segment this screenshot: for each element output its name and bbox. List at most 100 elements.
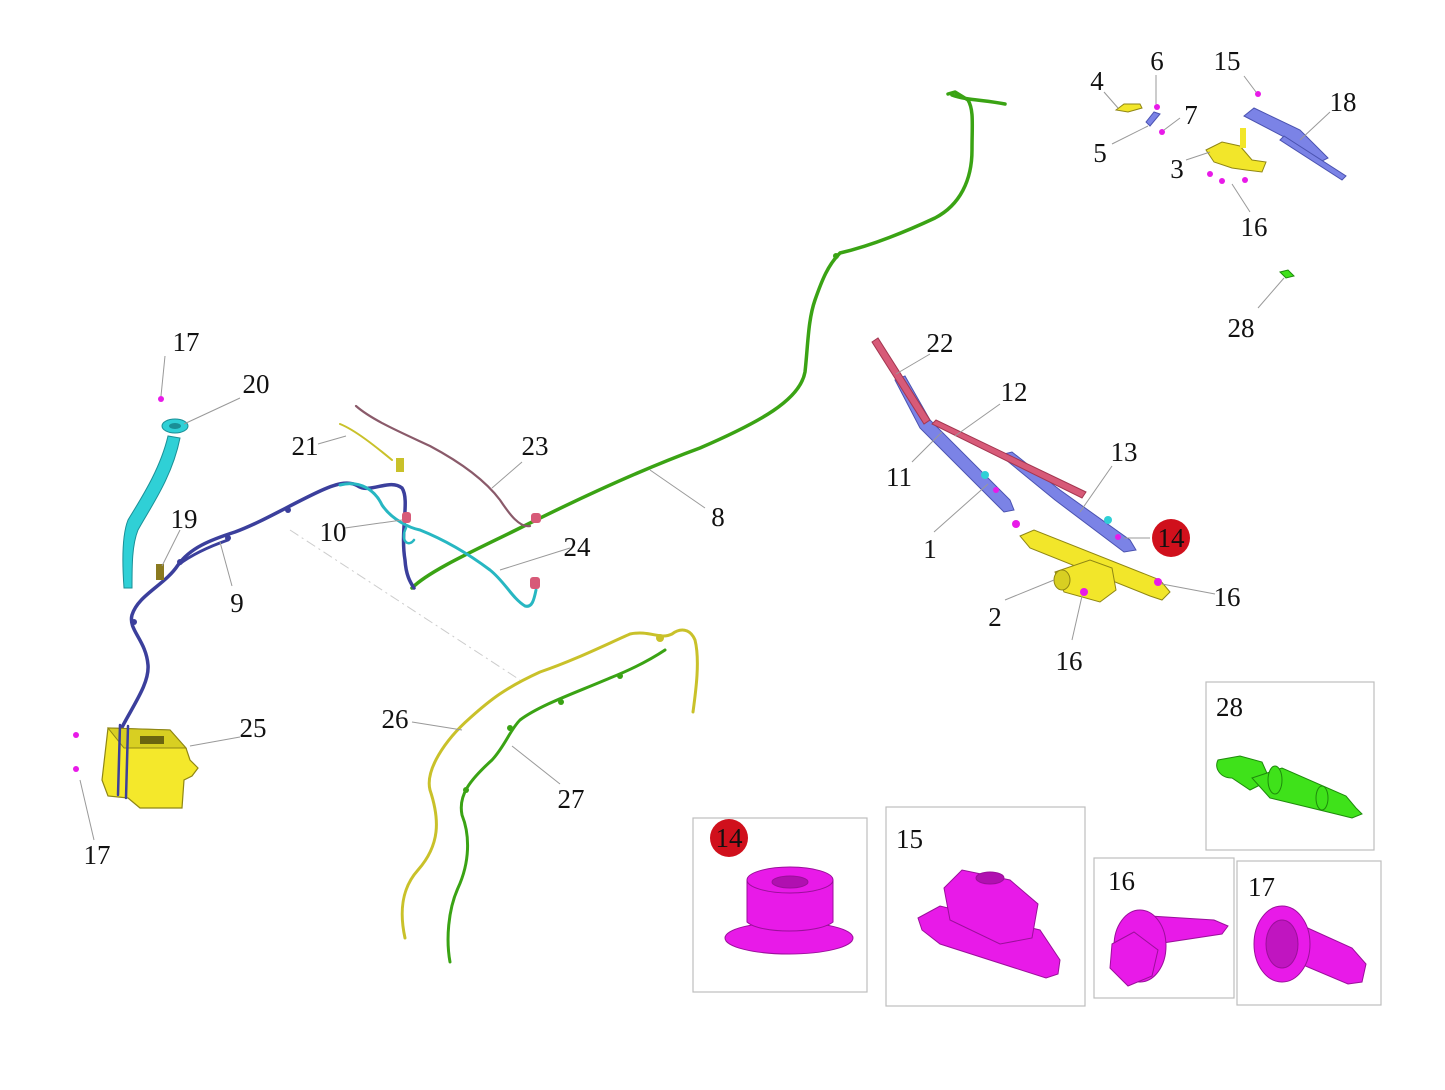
linkage-bolt-16-a [1154, 578, 1162, 586]
callout-11: 11 [886, 462, 912, 492]
callout-26: 26 [382, 704, 409, 734]
nut-front-arm-1 [993, 487, 999, 493]
rear-wiper-group [1114, 91, 1347, 279]
rear-blade-18 [1279, 135, 1347, 181]
detail-box-16-label: 16 [1108, 866, 1135, 896]
filler-neck-cap-center [169, 423, 181, 429]
callout-1: 1 [923, 534, 937, 564]
hose-24-connector [530, 577, 540, 589]
detail-box-14-label: 14 [716, 823, 744, 853]
callout-14-badge: 14 [1152, 519, 1190, 557]
dash-dot-reference-line [289, 529, 521, 681]
washer-tank-25 [101, 723, 199, 809]
bracket-4 [1114, 103, 1143, 113]
wiper-linkage-2 [1019, 529, 1171, 603]
connector-10 [402, 512, 411, 523]
flange-nut-15-icon [917, 869, 1061, 979]
callout-2: 2 [988, 602, 1002, 632]
hose-26 [400, 628, 699, 940]
hose-21 [339, 423, 404, 472]
flange-nut-14-icon [724, 866, 854, 955]
hose-8-path [410, 90, 1007, 590]
hose-9-clip-d [225, 535, 231, 541]
hose-27-clip-a [507, 725, 513, 731]
bolt-16-rear-b [1219, 178, 1225, 184]
detail-box-17-label: 17 [1248, 872, 1275, 902]
hose-9-clip-b [131, 619, 137, 625]
detail-box-16: 16 [1093, 857, 1235, 999]
wiper-arm-11-nozzle [981, 471, 989, 479]
callout-14-circle [1152, 519, 1190, 557]
wiper-arm-13 [998, 451, 1137, 553]
detail-box-14-badge [710, 819, 748, 857]
bolt-16-rear-a [1207, 171, 1213, 177]
callout-7: 7 [1184, 100, 1198, 130]
detail-box-28: 28 [1205, 681, 1375, 851]
detail-box-15-label: 15 [896, 824, 923, 854]
callout-19: 19 [171, 504, 198, 534]
detail-box-17: 17 [1236, 860, 1382, 1006]
linkage-motor-end [1053, 569, 1071, 591]
detail-box-28-label: 28 [1216, 692, 1243, 722]
callout-17-tank: 17 [84, 840, 111, 870]
callout-21: 21 [292, 431, 319, 461]
bolt-17-a [73, 732, 79, 738]
hose-8 [410, 90, 1007, 590]
rear-motor-3 [1205, 141, 1267, 173]
callout-5: 5 [1093, 138, 1107, 168]
wiper-arm-11 [894, 375, 1015, 513]
callout-9: 9 [230, 588, 244, 618]
spindle-5 [1145, 111, 1161, 127]
hose-21-path [339, 423, 393, 461]
callout-4: 4 [1090, 66, 1104, 96]
callout-27: 27 [558, 784, 585, 814]
callout-23: 23 [522, 431, 549, 461]
bolt-16-rear-c [1242, 177, 1248, 183]
cap-6 [1154, 104, 1160, 110]
hose-9-clip-c [285, 507, 291, 513]
rear-motor-shaft [1240, 128, 1246, 148]
callout-14: 14 [1158, 523, 1186, 553]
hose-24 [338, 482, 540, 608]
wiper-blade-22 [871, 337, 931, 425]
wiper-arm-13-nozzle [1104, 516, 1112, 524]
hose-9-path [106, 481, 416, 762]
tank-pump [140, 736, 164, 744]
callouts: 1 2 3 4 5 6 7 8 9 10 11 12 13 14 15 16 1… [84, 46, 1357, 870]
callout-13: 13 [1111, 437, 1138, 467]
wiper-blade-22-body [871, 337, 931, 425]
callout-28: 28 [1228, 313, 1255, 343]
hose-9-clip-a [177, 559, 183, 565]
callout-10: 10 [320, 517, 347, 547]
tube-23-path [354, 404, 532, 528]
nut-14-marker [1012, 520, 1020, 528]
label-19 [156, 564, 164, 580]
hose-26-clip [656, 634, 664, 642]
wiper-arm-13-body [998, 451, 1137, 553]
callout-25: 25 [240, 713, 267, 743]
callout-16-linkage: 16 [1214, 582, 1241, 612]
wiper-blade-12-body [931, 419, 1087, 499]
leader-lines [79, 75, 1331, 841]
detail-box-14: 14 [692, 817, 868, 993]
nozzle-28-small [1279, 269, 1295, 279]
callout-18: 18 [1330, 87, 1357, 117]
wiper-blade-12 [931, 419, 1087, 499]
washer-nozzle-28-icon [1216, 755, 1363, 819]
filler-neck-20 [122, 418, 189, 589]
flange-bolt-16-icon [1109, 909, 1229, 987]
hose-27-clip-b [558, 699, 564, 705]
hose-9 [106, 481, 416, 762]
hose-26-path [400, 628, 699, 940]
nut-15-rear [1255, 91, 1261, 97]
detail-box-15: 15 [885, 806, 1086, 1007]
callout-3: 3 [1170, 154, 1184, 184]
tank-hose-clip [116, 723, 130, 800]
hose-27 [446, 648, 667, 964]
callout-6: 6 [1150, 46, 1164, 76]
tube-23 [354, 404, 541, 528]
hose-27-path [446, 648, 667, 964]
linkage-bolt-16-b [1080, 588, 1088, 596]
hose-21-fitting [396, 458, 404, 472]
hose-24-loop [402, 526, 416, 545]
